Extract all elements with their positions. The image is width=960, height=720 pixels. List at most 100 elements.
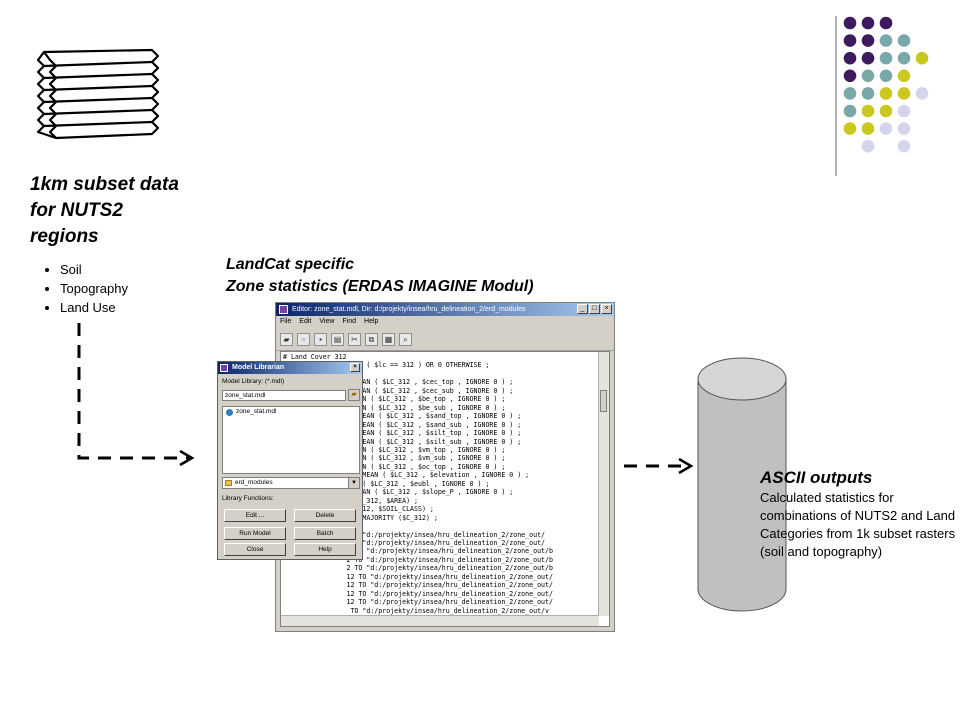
decorative-dot: [915, 87, 929, 100]
ascii-outputs-description: Calculated statistics for combinations o…: [760, 490, 956, 559]
librarian-close-icon[interactable]: ×: [350, 363, 360, 372]
decorative-dot: [843, 87, 857, 100]
minimize-button[interactable]: _: [577, 304, 588, 314]
subset-data-title: 1km subset data for NUTS2 regions: [30, 172, 220, 250]
decorative-dot: [861, 139, 875, 153]
decorative-dot-grid: [835, 16, 929, 176]
title-line-2: for NUTS2: [30, 200, 123, 221]
cylinder-top: [697, 357, 787, 401]
menu-file[interactable]: File: [280, 318, 292, 325]
decorative-dot: [897, 139, 911, 153]
decorative-dot: [879, 69, 893, 83]
erdas-app-icon: [279, 305, 288, 314]
scrollbar-thumb[interactable]: [600, 390, 607, 412]
decorative-dot: [861, 87, 875, 100]
title-line-1: 1km subset data: [30, 174, 179, 195]
layer-stack-icon: [36, 48, 160, 140]
decorative-dot: [897, 104, 911, 118]
paste-icon[interactable]: ▦: [382, 332, 395, 346]
delete-button[interactable]: Delete: [294, 509, 356, 522]
batch-button[interactable]: Batch: [294, 527, 356, 540]
decorative-dot: [861, 122, 875, 135]
editor-titlebar: Editor: zone_stat.mdl, Dir: d:/projekty/…: [276, 303, 614, 316]
heading-line-2: Zone statistics (ERDAS IMAGINE Modul): [226, 278, 534, 295]
editor-menubar: File Edit View Find Help: [276, 316, 614, 328]
decorative-dot: [897, 69, 911, 83]
librarian-titlebar: Model Librarian ×: [218, 362, 362, 374]
edit-button[interactable]: Edit ...: [224, 509, 286, 522]
save-icon[interactable]: ▪: [314, 332, 327, 346]
model-file-icon: [226, 408, 233, 416]
model-librarian-dialog: Model Librarian × Model Library: (*.mdl)…: [217, 361, 363, 560]
arrow-input-to-model: [77, 323, 190, 460]
decorative-dot: [861, 34, 875, 47]
heading-line-1: LandCat specific: [226, 256, 355, 273]
menu-help[interactable]: Help: [364, 318, 379, 325]
list-item[interactable]: zone_stat.mdl: [223, 407, 359, 417]
decorative-dot: [861, 16, 875, 30]
list-item-soil: Soil: [60, 260, 128, 279]
menu-edit[interactable]: Edit: [299, 318, 312, 325]
vertical-scrollbar[interactable]: [598, 352, 609, 616]
decorative-dot: [915, 51, 929, 65]
list-item-land-use: Land Use: [60, 298, 128, 317]
editor-toolbar: ▰ ▫ ▪ ▤ ✂ ⧉ ▦ ⌕: [276, 328, 614, 351]
browse-folder-icon[interactable]: ▰: [348, 389, 360, 401]
close-button[interactable]: ×: [601, 304, 612, 314]
decorative-dot: [879, 87, 893, 100]
decorative-dot: [879, 34, 893, 47]
cut-icon[interactable]: ✂: [348, 332, 361, 346]
list-item-label: zone_stat.mdl: [236, 408, 277, 415]
decorative-dot: [879, 51, 893, 65]
folder-icon: [225, 480, 232, 486]
data-layers-list: Soil Topography Land Use: [44, 260, 128, 317]
arrow-head-2: [678, 457, 694, 475]
zone-statistics-heading: LandCat specific Zone statistics (ERDAS …: [226, 254, 534, 298]
print-icon[interactable]: ▤: [331, 332, 344, 346]
help-button[interactable]: Help: [294, 543, 356, 556]
decorative-dot: [843, 34, 857, 47]
cylinder-body: [697, 378, 787, 612]
directory-select[interactable]: erd_modules ▼: [222, 477, 360, 489]
decorative-dot: [897, 87, 911, 100]
decorative-dot: [897, 34, 911, 47]
menu-view[interactable]: View: [319, 318, 335, 325]
close-button[interactable]: Close: [224, 543, 286, 556]
model-library-field[interactable]: zone_stat.mdl: [222, 390, 346, 401]
copy-icon[interactable]: ⧉: [365, 332, 378, 346]
editor-title: Editor: zone_stat.mdl, Dir: d:/projekty/…: [292, 306, 526, 313]
model-list[interactable]: zone_stat.mdl: [222, 406, 360, 474]
erdas-app-icon: [220, 364, 228, 372]
decorative-dot: [879, 104, 893, 118]
directory-value: erd_modules: [235, 479, 273, 486]
title-line-3: regions: [30, 226, 99, 247]
arrow-head-1: [179, 449, 195, 467]
decorative-dot: [843, 104, 857, 118]
new-file-icon[interactable]: ▫: [297, 332, 310, 346]
model-library-label: Model Library: (*.mdl): [222, 378, 285, 385]
ascii-outputs-title: ASCII outputs: [760, 468, 873, 487]
decorative-dot: [843, 16, 857, 30]
menu-find[interactable]: Find: [342, 318, 357, 325]
maximize-button[interactable]: □: [589, 304, 600, 314]
database-cylinder-icon: [697, 357, 787, 612]
decorative-dot: [843, 51, 857, 65]
find-icon[interactable]: ⌕: [399, 332, 412, 346]
decorative-dot: [897, 122, 911, 135]
decorative-dot: [897, 51, 911, 65]
decorative-dot: [861, 104, 875, 118]
decorative-dot: [843, 69, 857, 83]
decorative-dot: [843, 122, 857, 135]
decorative-dot: [861, 51, 875, 65]
library-functions-label: Library Functions:: [222, 495, 274, 502]
decorative-dot: [879, 122, 893, 135]
open-folder-icon[interactable]: ▰: [280, 332, 293, 346]
decorative-dot: [861, 69, 875, 83]
list-item-topography: Topography: [60, 279, 128, 298]
decorative-dot: [879, 16, 893, 30]
horizontal-scrollbar[interactable]: [281, 615, 599, 626]
run-model-button[interactable]: Run Model: [224, 527, 286, 540]
chevron-down-icon[interactable]: ▼: [348, 478, 359, 488]
librarian-title: Model Librarian: [232, 364, 285, 371]
